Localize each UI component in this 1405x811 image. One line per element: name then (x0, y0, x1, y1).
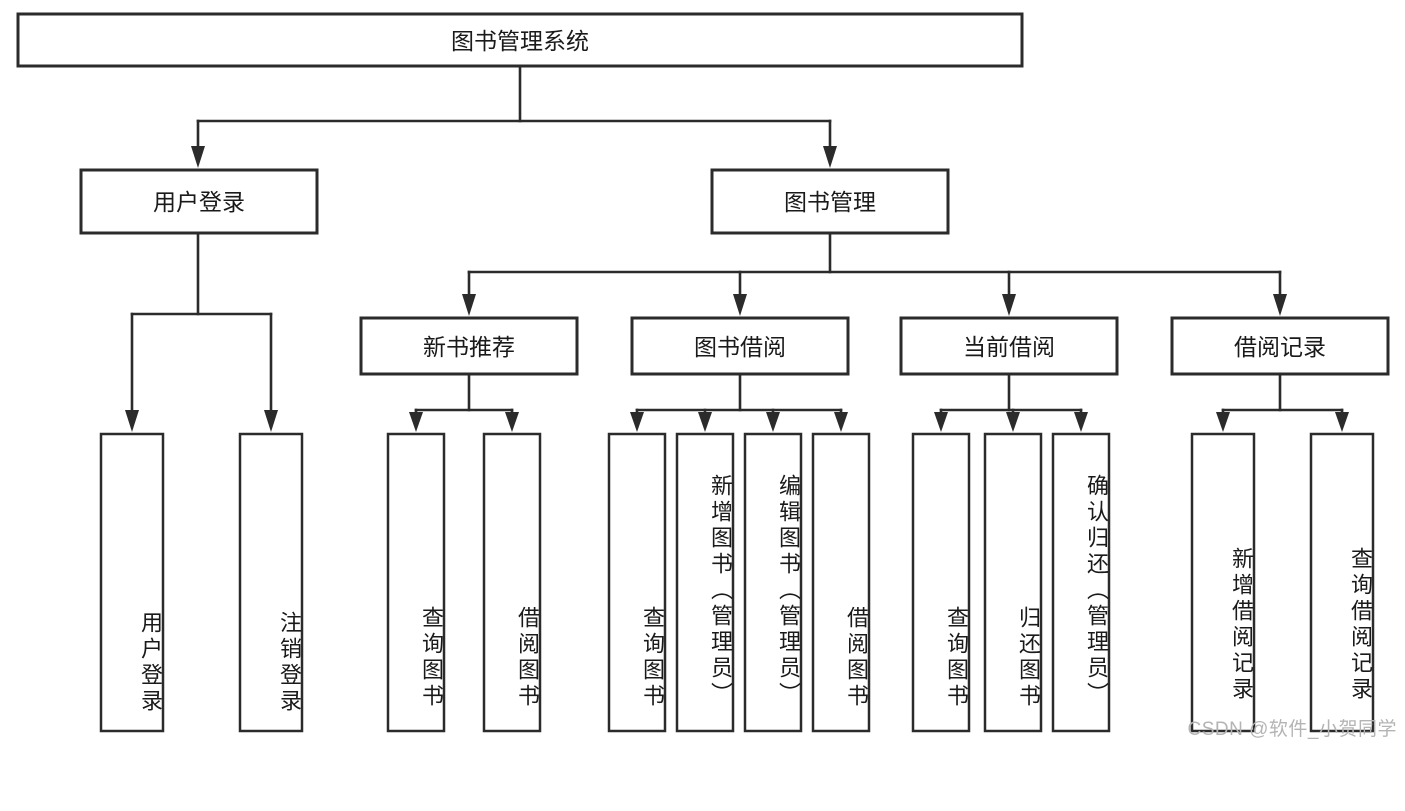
node-borrow-record-box[interactable] (1170, 316, 1390, 376)
node-leaf-query-book-2-box[interactable] (607, 432, 667, 733)
node-leaf-logout-box[interactable] (238, 432, 304, 733)
node-new-book-recommend[interactable]: 新书推荐 (359, 316, 579, 376)
arrow-borrow-record (1273, 294, 1287, 316)
arrow-leaf-borrow-book-1 (505, 412, 519, 432)
hierarchy-diagram-canvas: 图书管理系统 用户登录 图书管理 新书推荐 图书借阅 当前借阅 借阅记录 (16, 12, 1390, 733)
node-root-box[interactable] (16, 12, 1024, 68)
node-current-borrow-label: 当前借阅 (963, 334, 1055, 360)
node-leaf-query-record-box[interactable] (1309, 432, 1375, 733)
arrow-leaf-edit-book (766, 412, 780, 432)
node-leaf-return-book-box[interactable] (983, 432, 1043, 733)
node-new-book-recommend-box[interactable] (359, 316, 579, 376)
node-leaf-edit-book-box[interactable] (743, 432, 803, 733)
arrow-leaf-query-book-3 (934, 412, 948, 432)
node-book-borrow[interactable]: 图书借阅 (630, 316, 850, 376)
arrow-leaf-user-login (125, 410, 139, 432)
arrow-to-book-management (823, 146, 837, 168)
node-leaf-query-book-1-box[interactable] (386, 432, 446, 733)
node-leaf-confirm-return-box[interactable] (1051, 432, 1111, 733)
node-leaf-add-record-box[interactable] (1190, 432, 1256, 733)
node-borrow-record[interactable]: 借阅记录 (1170, 316, 1390, 376)
arrow-leaf-logout (264, 410, 278, 432)
arrow-leaf-query-record (1335, 412, 1349, 432)
arrow-leaf-query-book-2 (630, 412, 644, 432)
arrow-current-borrow (1002, 294, 1016, 316)
node-root-label: 图书管理系统 (451, 28, 589, 54)
edges-layer (125, 64, 1349, 432)
node-book-management-box[interactable] (710, 168, 950, 235)
node-leaf-borrow-book-1-box[interactable] (482, 432, 542, 733)
node-leaf-user-login-box[interactable] (99, 432, 165, 733)
node-book-management[interactable]: 图书管理 (710, 168, 950, 235)
node-borrow-record-label: 借阅记录 (1234, 334, 1326, 360)
node-current-borrow-box[interactable] (899, 316, 1119, 376)
node-root[interactable]: 图书管理系统 (16, 12, 1024, 68)
arrow-new-book-recommend (462, 294, 476, 316)
node-new-book-recommend-label: 新书推荐 (423, 334, 515, 360)
arrow-book-borrow (733, 294, 747, 316)
node-leaf-add-book-box[interactable] (675, 432, 735, 733)
node-book-borrow-box[interactable] (630, 316, 850, 376)
arrow-leaf-borrow-book-2 (834, 412, 848, 432)
node-user-login-label: 用户登录 (153, 189, 245, 215)
node-book-management-label: 图书管理 (784, 189, 876, 215)
arrow-leaf-confirm-return (1074, 412, 1088, 432)
csdn-watermark: CSDN @软件_小贺同学 (1187, 719, 1397, 740)
node-leaf-borrow-book-2-box[interactable] (811, 432, 871, 733)
arrow-leaf-add-record (1216, 412, 1230, 432)
node-user-login-box[interactable] (79, 168, 319, 235)
arrow-leaf-query-book-1 (409, 412, 423, 432)
node-current-borrow[interactable]: 当前借阅 (899, 316, 1119, 376)
node-user-login[interactable]: 用户登录 (79, 168, 319, 235)
arrow-leaf-return-book (1006, 412, 1020, 432)
node-book-borrow-label: 图书借阅 (694, 334, 786, 360)
arrow-leaf-add-book (698, 412, 712, 432)
arrow-to-user-login (191, 146, 205, 168)
leaf-boxes-layer (99, 432, 1375, 733)
node-leaf-query-book-3-box[interactable] (911, 432, 971, 733)
